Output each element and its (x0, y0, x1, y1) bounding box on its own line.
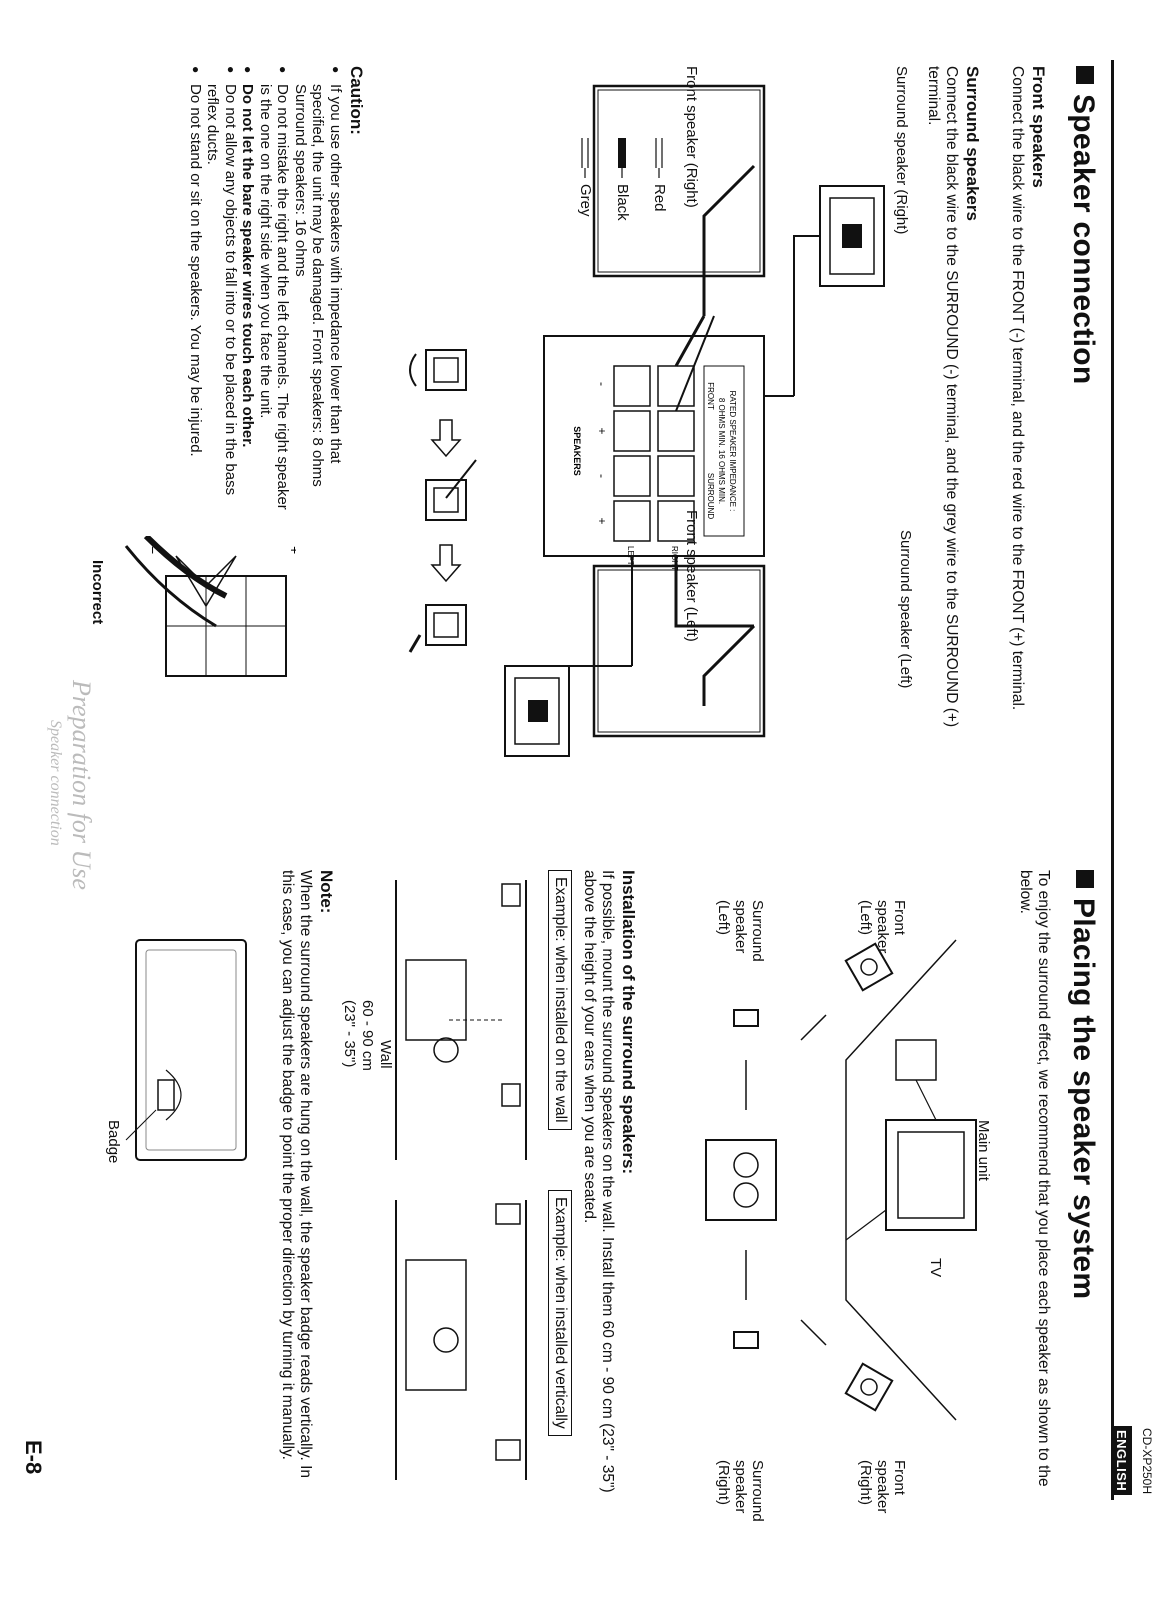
label-surround-left: Surround speaker (Left) (715, 900, 766, 962)
incorrect-minus-sign: − (145, 546, 161, 554)
placing-title-text: Placing the speaker system (1067, 898, 1100, 1300)
rotate-arrow-icon (165, 1069, 182, 1121)
grey-wire-icon (581, 138, 589, 178)
incorrect-illustration: + − (124, 536, 296, 677)
incorrect-plus-sign: + (287, 546, 296, 554)
badge-illustration (125, 939, 247, 1161)
surround-speaker-right-drawing (806, 185, 885, 287)
connection-diagram: RATED SPEAKER IMPEDANCE : 8 OHMS MIN. 16… (504, 84, 885, 757)
direction-arrow-icons (745, 1014, 827, 1346)
wall-mount-example (395, 880, 527, 1160)
speaker-connection-title: Speaker connection (1066, 66, 1100, 385)
page-number: E-8 (21, 1440, 46, 1475)
front-speaker-left-drawing (592, 564, 766, 738)
step-arrow-icon (430, 419, 462, 458)
label-main-unit: Main unit (975, 1120, 992, 1181)
surround-speaker-left-drawing (504, 665, 632, 757)
panel-front-text: FRONT (706, 382, 715, 410)
front-speakers-heading: Front speakers (1029, 66, 1048, 188)
language-badge: ENGLISH (1111, 1426, 1132, 1496)
wall-speaker-icon-2 (501, 1083, 521, 1107)
surround-speakers-heading: Surround speakers (963, 66, 982, 221)
red-wire-icon (655, 138, 663, 178)
listener-head-icon-2 (433, 1327, 459, 1353)
incorrect-label: Incorrect (89, 560, 106, 625)
placing-title: Placing the speaker system (1066, 870, 1100, 1299)
panel-minus-label-2: - (595, 474, 609, 478)
placing-intro: To enjoy the surround effect, we recomme… (1017, 870, 1052, 1487)
badge-label: Badge (105, 1120, 122, 1164)
model-number: CD-XP250H (1140, 1428, 1154, 1495)
label-front-speaker-left: Front speaker (Left) (683, 510, 700, 642)
vertical-speaker-icon (495, 1203, 521, 1225)
placement-diagram (705, 939, 977, 1421)
label-wire-black: Black (614, 184, 631, 221)
label-surround-right: Surround speaker (Right) (715, 1460, 766, 1522)
listener-head-icon (433, 1037, 459, 1063)
installation-text: If possible, mount the surround speakers… (581, 870, 616, 1493)
panel-ohms-text: 8 OHMS MIN. 16 OHMS MIN. (717, 398, 726, 504)
watermark-title: Preparation for Use (67, 680, 96, 890)
wire-legend (581, 138, 663, 178)
caution-item-impedance: If you use other speakers with impedance… (292, 84, 344, 524)
panel-plus-label-2: + (595, 517, 609, 524)
vertical-speaker-icon-2 (495, 1439, 521, 1461)
main-unit-drawing (895, 1039, 937, 1121)
surround-speaker-left-icon (733, 1009, 759, 1027)
black-wire-icon (618, 138, 626, 178)
panel-impedance-text: RATED SPEAKER IMPEDANCE : (728, 391, 737, 512)
label-surround-speaker-left: Surround speaker (Left) (897, 530, 914, 689)
listener-icon (705, 1139, 777, 1221)
terminal-open-step (409, 349, 467, 391)
caution-list: If you use other speakers with impedance… (187, 66, 344, 524)
label-front-right: Front speaker (Right) (857, 1460, 908, 1514)
label-wire-red: Red (651, 184, 668, 212)
wall-speaker-icon (501, 883, 521, 907)
front-speaker-right-drawing (592, 84, 766, 316)
wall-label: Wall (377, 1040, 394, 1069)
panel-left-text: LEFT (626, 546, 635, 566)
watermark-subtitle: Speaker connection (47, 720, 64, 846)
example-vertical-label: Example: when installed vertically (548, 1190, 572, 1436)
height-label-imperial: (23" - 35") (341, 1000, 358, 1068)
caution-item-bare-wires: Do not let the bare speaker wires touch … (239, 84, 257, 524)
front-speaker-right-icon (844, 1362, 894, 1412)
terminal-insert-step (425, 459, 477, 521)
label-front-left: Front speaker (Left) (857, 900, 908, 954)
header-rule (1111, 60, 1114, 1500)
height-label-metric: 60 - 90 cm (359, 1000, 376, 1071)
front-speakers-text: Connect the black wire to the FRONT (-) … (1009, 66, 1026, 711)
example-wall-label: Example: when installed on the wall (548, 870, 572, 1130)
label-tv: TV (927, 1258, 944, 1278)
terminal-steps-illustration (408, 349, 477, 653)
vertical-install-example (395, 1200, 527, 1480)
title-square-icon (1076, 66, 1094, 84)
note-heading: Note: (317, 870, 336, 914)
panel-surround-text: SURROUND (706, 473, 715, 519)
surround-speaker-right-icon (733, 1331, 759, 1349)
panel-plus-label: + (595, 427, 609, 434)
speaker-terminal-panel: RATED SPEAKER IMPEDANCE : 8 OHMS MIN. 16… (543, 335, 765, 571)
note-text: When the surround speakers are hung on t… (279, 870, 314, 1479)
label-wire-grey: Grey (577, 184, 594, 217)
badge-icon (157, 1079, 175, 1111)
speaker-connection-title-text: Speaker connection (1067, 94, 1100, 385)
caution-item-reflex-ducts: Do not allow any objects to fall into or… (204, 84, 240, 524)
surround-speakers-text: Connect the black wire to the SURROUND (… (925, 66, 960, 728)
label-front-speaker-right: Front speaker (Right) (683, 66, 700, 208)
title-square-icon-2 (1076, 870, 1094, 888)
terminal-close-step (408, 604, 467, 653)
caution-item-stand-sit: Do not stand or sit on the speakers. You… (187, 84, 204, 524)
panel-speakers-text: SPEAKERS (572, 426, 582, 476)
caution-item-channels: Do not mistake the right and the left ch… (257, 84, 292, 524)
label-surround-speaker-right: Surround speaker (Right) (893, 66, 910, 235)
tv-drawing (845, 1119, 977, 1241)
caution-heading: Caution: (347, 66, 366, 135)
installation-heading: Installation of the surround speakers: (619, 870, 638, 1175)
step-arrow-icon-2 (430, 544, 462, 583)
front-speaker-left-icon (844, 942, 894, 992)
panel-minus-label: - (595, 382, 609, 386)
